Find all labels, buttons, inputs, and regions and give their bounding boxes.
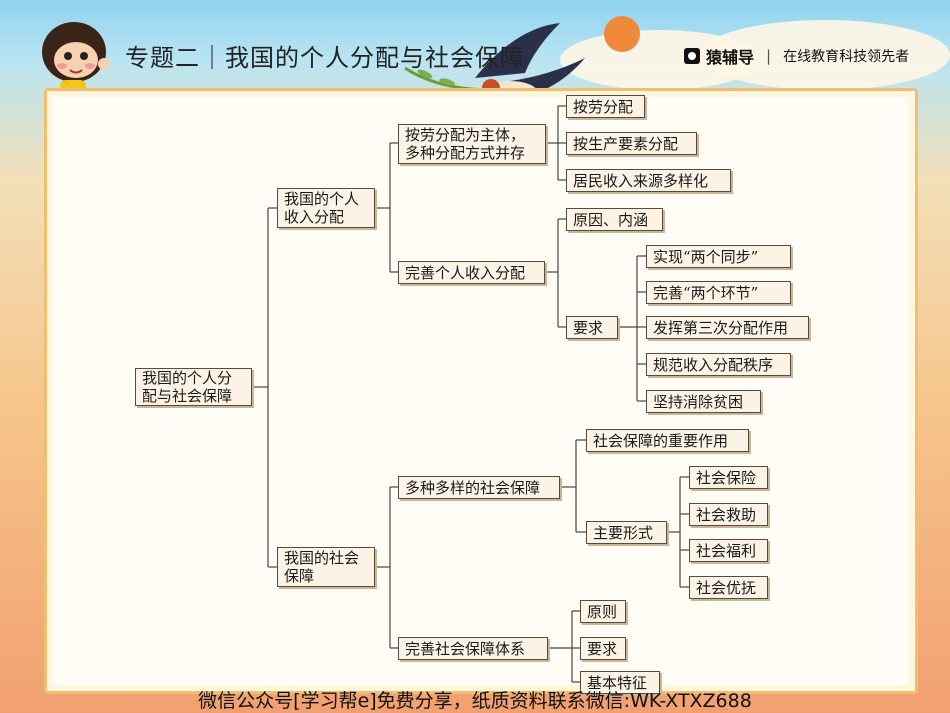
node-form-item: 社会救助 [689,503,768,526]
node-requirement: 要求 [566,316,618,339]
node-form-item: 社会优抚 [689,576,768,599]
node-income-distribution: 我国的个人收入分配 [277,188,375,228]
brand-logo-icon [684,48,700,64]
node-labor-item: 按生产要素分配 [566,132,697,155]
footer-watermark-text: 微信公众号[学习帮e]免费分享，纸质资料联系微信:WK-XTXZ688 [198,690,752,712]
node-main-forms: 主要形式 [586,521,667,544]
node-requirement-item: 规范收入分配秩序 [646,353,791,376]
cloud-decoration [700,20,950,90]
sun-decoration [604,16,640,52]
node-improve-income: 完善个人收入分配 [398,261,545,284]
node-labor-item: 居民收入来源多样化 [566,169,731,192]
node-system-item: 基本特征 [580,671,660,694]
node-reason: 原因、内涵 [566,208,663,231]
node-diverse-security: 多种多样的社会保障 [398,476,560,499]
node-labor-distribution: 按劳分配为主体，多种分配方式并存 [398,124,546,164]
mindmap-board [44,88,918,694]
node-system-item: 要求 [580,637,626,660]
node-system-item: 原则 [580,600,626,623]
brand-separator: | [766,47,772,65]
node-root: 我国的个人分配与社会保障 [135,368,252,406]
node-requirement-item: 坚持消除贫困 [646,390,761,413]
node-improve-system: 完善社会保障体系 [398,637,548,660]
node-form-item: 社会保险 [689,466,768,489]
page-title: 专题二｜我国的个人分配与社会保障 [125,44,525,72]
brand-slogan: 在线教育科技领先者 [783,49,910,65]
brand-name: 猿辅导 [706,48,755,67]
node-labor-item: 按劳分配 [566,95,645,118]
node-requirement-item: 完善“两个环节” [646,281,791,304]
node-social-security: 我国的社会保障 [277,547,375,587]
node-requirement-item: 实现“两个同步” [646,245,791,268]
brand: 猿辅导 | 在线教育科技领先者 [684,44,909,68]
node-security-role: 社会保障的重要作用 [586,429,749,452]
node-requirement-item: 发挥第三次分配作用 [646,316,809,339]
node-form-item: 社会福利 [689,539,768,562]
